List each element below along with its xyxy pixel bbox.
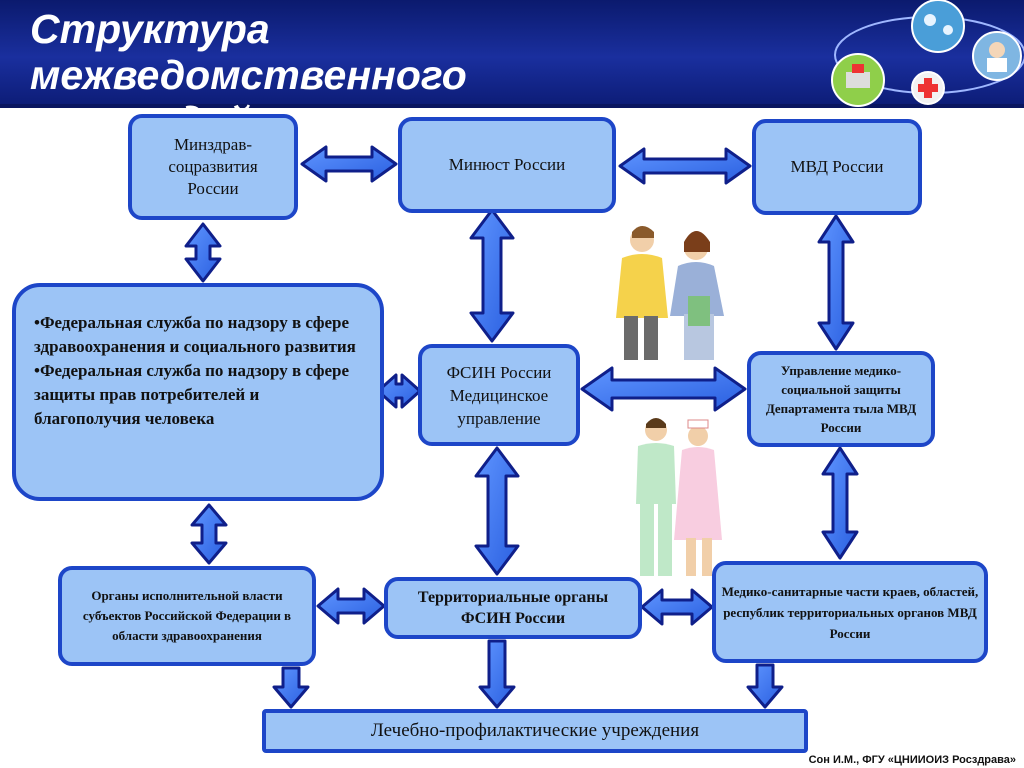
arrow-medunits-lpu <box>746 663 784 709</box>
arrow-territorial-medunits <box>640 588 714 626</box>
arrow-minzdrav-minjust <box>300 145 398 183</box>
node-lpu-label: Лечебно-профилактические учреждения <box>370 720 700 741</box>
node-mvd-medical-label: Управление медико-социальной защиты Депа… <box>765 363 917 435</box>
footer-credit: Сон И.М., ФГУ «ЦНИИОИЗ Росздрава» <box>808 754 1016 766</box>
node-territorial-fsin-label: Территориальные органы ФСИН России <box>417 589 609 627</box>
arrow-territorial-lpu <box>478 639 516 709</box>
arrow-fsin-territorial <box>474 446 520 576</box>
node-fsin-label: ФСИН России Медицинское управление <box>446 362 552 428</box>
arrow-mvdmed-medunits <box>821 446 859 560</box>
globe-network-icon <box>911 0 965 53</box>
node-regional-organs-label: Органы исполнительной власти субъектов Р… <box>82 588 292 643</box>
node-minjust: Минюст России <box>398 117 616 213</box>
arrow-fsin-mvdmed <box>580 366 747 412</box>
medical-staff-illustration <box>636 418 722 576</box>
node-mvd: МВД России <box>752 119 922 215</box>
arrow-regional-lpu <box>272 666 310 709</box>
arrow-minjust-mvd <box>618 147 752 185</box>
arrow-mvd-mvdmed <box>817 214 855 351</box>
node-regional-organs: Органы исполнительной власти субъектов Р… <box>58 566 316 666</box>
arrow-regional-territorial <box>316 587 386 625</box>
arrow-minjust-fsin <box>469 208 515 343</box>
node-med-units-label: Медико-санитарные части краев, областей,… <box>721 583 979 641</box>
arrow-fedservices-fsin <box>376 373 422 409</box>
business-people-illustration <box>616 226 724 360</box>
node-minzdrav: Минздрав-соцразвития России <box>128 114 298 220</box>
arrow-minzdrav-fedservices <box>184 222 222 283</box>
node-med-units: Медико-санитарные части краев, областей,… <box>712 561 988 663</box>
node-territorial-fsin: Территориальные органы ФСИН России <box>384 577 642 639</box>
node-fsin: ФСИН России Медицинское управление <box>418 344 580 446</box>
node-minjust-label: Минюст России <box>448 155 566 174</box>
node-federal-services: •Федеральная служба по надзору в сфере з… <box>12 283 384 501</box>
node-mvd-medical: Управление медико-социальной защиты Депа… <box>747 351 935 447</box>
header-divider <box>0 104 1024 108</box>
node-mvd-label: МВД России <box>790 157 884 176</box>
node-federal-services-label: •Федеральная служба по надзору в сфере з… <box>34 313 356 428</box>
node-lpu: Лечебно-профилактические учреждения <box>262 709 808 753</box>
icon-cluster <box>831 0 1024 107</box>
arrow-fedservices-regional <box>190 503 228 565</box>
node-minzdrav-label: Минздрав-соцразвития России <box>168 135 258 198</box>
